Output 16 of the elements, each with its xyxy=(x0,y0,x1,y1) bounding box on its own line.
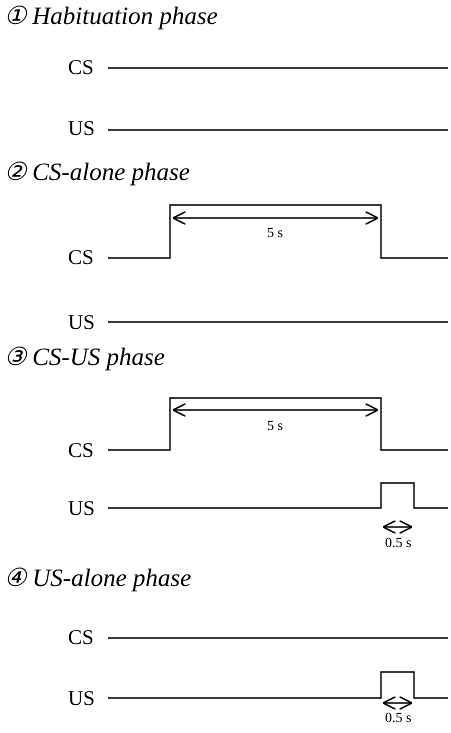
phase-heading: ④ US-alone phase xyxy=(4,566,192,591)
signal-name: CS xyxy=(68,440,94,461)
signal-name: US xyxy=(68,688,95,709)
signal-name: US xyxy=(68,118,95,139)
signal-name: CS xyxy=(68,627,94,648)
phase-heading: ③ CS-US phase xyxy=(4,345,165,370)
duration-label: 5 s xyxy=(267,420,283,434)
phase-heading: ① Habituation phase xyxy=(4,4,218,29)
phase-heading: ② CS-alone phase xyxy=(4,160,190,185)
duration-label: 0.5 s xyxy=(385,712,412,726)
signal-name: CS xyxy=(68,247,94,268)
duration-label: 5 s xyxy=(267,227,283,241)
duration-label: 0.5 s xyxy=(385,537,412,551)
signal-name: CS xyxy=(68,57,94,78)
signal-name: US xyxy=(68,498,95,519)
signal-name: US xyxy=(68,312,95,333)
